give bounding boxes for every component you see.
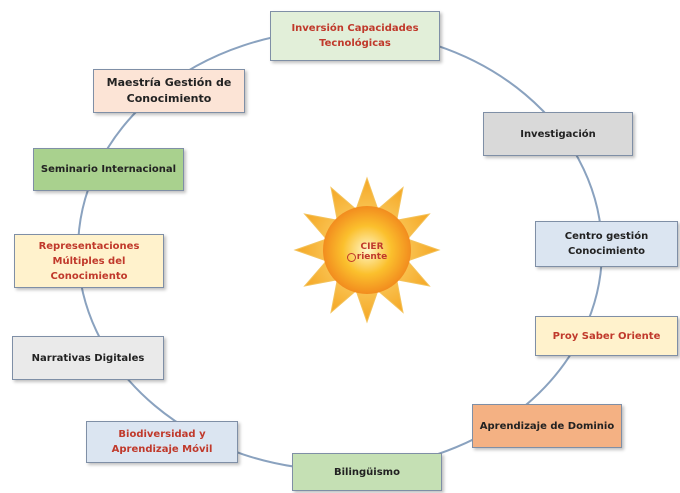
node-label: Seminario Internacional bbox=[40, 164, 177, 175]
power-icon bbox=[346, 253, 356, 263]
node-seminario-internacional: Seminario Internacional bbox=[33, 148, 184, 191]
node-label: Biodiversidad y Aprendizaje Móvil bbox=[111, 429, 213, 455]
node-label: Aprendizaje de Dominio bbox=[479, 420, 615, 432]
node-aprendizaje-dominio: Aprendizaje de Dominio bbox=[472, 404, 622, 448]
node-maestria-gestion: Maestría Gestión de Conocimiento bbox=[93, 69, 245, 113]
sun-center-label: CIER riente bbox=[336, 242, 398, 263]
node-label: Narrativas Digitales bbox=[31, 352, 145, 364]
node-bilinguismo: Bilingüismo bbox=[292, 453, 442, 491]
sun-core bbox=[323, 206, 411, 294]
center-label-line1: CIER bbox=[360, 242, 384, 252]
node-label: Centro gestión Conocimiento bbox=[564, 231, 649, 257]
node-narrativas-digitales: Narrativas Digitales bbox=[12, 336, 164, 380]
node-proy-saber-oriente: Proy Saber Oriente bbox=[535, 316, 678, 356]
node-label: Representaciones Múltiples del Conocimie… bbox=[38, 240, 140, 282]
node-label: Maestría Gestión de Conocimiento bbox=[106, 75, 232, 106]
center-label-line2: riente bbox=[356, 251, 388, 262]
node-label: Investigación bbox=[520, 128, 596, 140]
node-label: Proy Saber Oriente bbox=[552, 330, 661, 342]
node-biodiversidad: Biodiversidad y Aprendizaje Móvil bbox=[86, 421, 238, 463]
node-inversion-capacidades: Inversión Capacidades Tecnológicas bbox=[270, 11, 440, 61]
node-centro-gestion: Centro gestión Conocimiento bbox=[535, 221, 678, 267]
node-investigacion: Investigación bbox=[483, 112, 633, 156]
node-representaciones: Representaciones Múltiples del Conocimie… bbox=[14, 234, 164, 288]
node-label: Inversión Capacidades Tecnológicas bbox=[291, 23, 419, 49]
sun-icon bbox=[293, 176, 441, 324]
node-label: Bilingüismo bbox=[334, 466, 400, 478]
